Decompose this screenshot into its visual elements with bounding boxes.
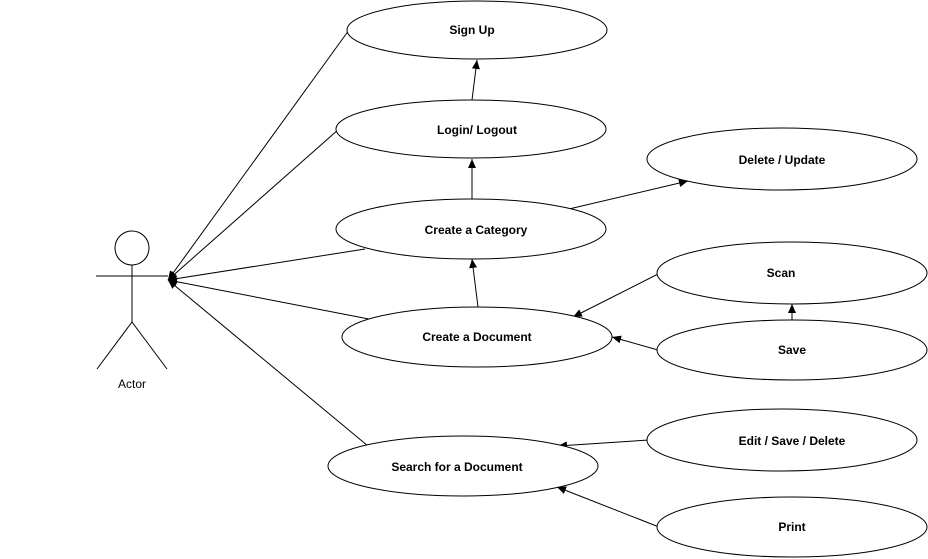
association-create-category-to-actor bbox=[167, 248, 366, 283]
use-case-label: Scan bbox=[767, 266, 796, 280]
association-print-to-search-document bbox=[556, 486, 660, 528]
use-case-label: Create a Category bbox=[425, 223, 528, 237]
use-case-print[interactable]: Print bbox=[656, 496, 928, 558]
association-login-logout-to-actor bbox=[167, 128, 340, 281]
use-case-label: Print bbox=[778, 520, 805, 534]
use-case-label: Sign Up bbox=[449, 23, 494, 37]
association-save-to-create-document bbox=[611, 335, 659, 351]
actor-label: Actor bbox=[118, 377, 146, 391]
use-case-ellipse bbox=[335, 99, 607, 159]
use-case-ellipse bbox=[656, 319, 928, 381]
use-case-label: Search for a Document bbox=[391, 460, 522, 474]
actor-head bbox=[114, 230, 150, 266]
use-case-ellipse bbox=[656, 241, 928, 305]
association-create-document-to-create-category bbox=[469, 258, 479, 308]
use-case-ellipse bbox=[335, 198, 607, 260]
association-login-logout-to-sign-up bbox=[471, 59, 480, 101]
use-case-label: Login/ Logout bbox=[437, 123, 517, 137]
use-case-create-category[interactable]: Create a Category bbox=[335, 198, 607, 260]
association-create-document-to-actor bbox=[167, 277, 375, 321]
association-scan-to-create-document bbox=[572, 272, 661, 318]
actor-left-leg bbox=[96, 321, 133, 370]
use-case-sign-up[interactable]: Sign Up bbox=[346, 0, 608, 60]
use-case-ellipse bbox=[346, 0, 608, 60]
association-create-category-to-delete-update bbox=[568, 179, 689, 210]
use-case-label: Delete / Update bbox=[739, 153, 826, 167]
use-case-label: Save bbox=[778, 343, 806, 357]
use-case-ellipse bbox=[656, 496, 928, 558]
use-case-create-document[interactable]: Create a Document bbox=[341, 306, 613, 368]
use-case-save[interactable]: Save bbox=[656, 319, 928, 381]
use-case-ellipse bbox=[646, 127, 918, 191]
use-case-login-logout[interactable]: Login/ Logout bbox=[335, 99, 607, 159]
use-case-ellipse bbox=[341, 306, 613, 368]
association-sign-up-to-actor bbox=[167, 29, 350, 281]
use-case-label: Create a Document bbox=[422, 330, 531, 344]
use-case-scan[interactable]: Scan bbox=[656, 241, 928, 305]
use-case-ellipse bbox=[646, 408, 918, 472]
use-case-edit-save-delete[interactable]: Edit / Save / Delete bbox=[646, 408, 918, 472]
association-lines bbox=[167, 29, 796, 528]
association-search-document-to-actor bbox=[167, 279, 369, 447]
use-case-ellipse bbox=[327, 435, 599, 497]
use-case-label: Edit / Save / Delete bbox=[739, 434, 846, 448]
use-case-search-document[interactable]: Search for a Document bbox=[327, 435, 599, 497]
use-case-delete-update[interactable]: Delete / Update bbox=[646, 127, 918, 191]
actor[interactable]: Actor bbox=[96, 230, 168, 391]
actor-right-leg bbox=[131, 321, 168, 370]
association-edit-save-delete-to-search-document bbox=[557, 439, 650, 450]
